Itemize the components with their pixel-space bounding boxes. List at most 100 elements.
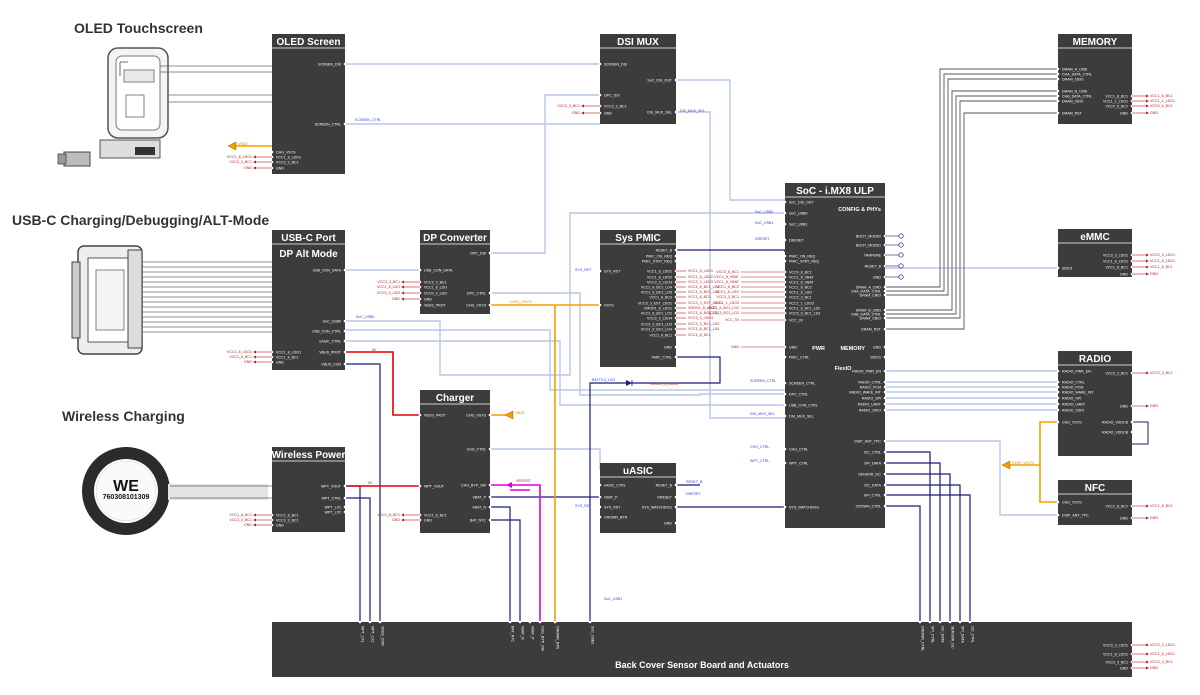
pin-marker bbox=[343, 505, 347, 509]
pin-label: VBUS_PROT bbox=[319, 350, 342, 354]
net-label: VCC3_3_BC1 bbox=[1150, 660, 1173, 664]
pin-label: DPC_CTRL bbox=[789, 392, 808, 396]
pin-label: SPI_DATA bbox=[864, 461, 881, 465]
pin-label: GND bbox=[664, 345, 672, 349]
test-point bbox=[898, 252, 904, 258]
pin-marker bbox=[343, 62, 347, 66]
pin-marker bbox=[883, 293, 887, 297]
block-emmc: eMMCSDIO1VCC3_3_LDO1VCC1_8_LDO1VCC1_8_BC… bbox=[1056, 229, 1134, 277]
net-label: WPT_CTRL bbox=[750, 459, 769, 463]
section-title-oled: OLED Touchscreen bbox=[74, 20, 203, 36]
pin-label: USB_CON_DATA bbox=[313, 268, 342, 272]
pin-label: VCC1_8_BC2 bbox=[789, 285, 812, 289]
pin-marker bbox=[1056, 390, 1060, 394]
pin-label: SoC_USB1 bbox=[789, 222, 807, 226]
block-memory: MEMORYDRAM_A_CMDCHA_DATA_CTRLDRAM_CBIODR… bbox=[1056, 34, 1134, 124]
pin-marker bbox=[928, 620, 932, 624]
net-label: GND bbox=[392, 297, 400, 301]
pin-label: GND bbox=[1120, 666, 1128, 670]
pin-marker bbox=[783, 381, 787, 385]
pin-marker bbox=[883, 327, 887, 331]
pin-label: PMIC_STBY_REQ bbox=[642, 259, 672, 263]
pin-marker bbox=[783, 447, 787, 451]
soc-config-label: CONFIG & PHYs bbox=[838, 207, 881, 213]
pin-marker bbox=[883, 385, 887, 389]
net-label: VCC3_3_BC1 bbox=[377, 280, 400, 284]
net-label: GND bbox=[1150, 666, 1158, 670]
pin-label: VCC1_8_BC1_LD2 bbox=[789, 306, 820, 310]
net-label: RESET_B bbox=[686, 480, 703, 484]
pin-label: VCC0_9_LDO bbox=[424, 291, 447, 295]
block-title: MEMORY bbox=[1073, 37, 1118, 48]
pin-marker bbox=[1056, 380, 1060, 384]
pin-marker bbox=[598, 62, 602, 66]
net-label: SYS_RST bbox=[575, 504, 592, 508]
block-title: DSI MUX bbox=[617, 37, 659, 48]
net-label: VCC0_8_BC1 bbox=[716, 270, 739, 274]
pin-marker bbox=[783, 211, 787, 215]
net-label: SYS_RST bbox=[575, 268, 592, 272]
pin-label: VCC3_3_BC1 bbox=[424, 280, 447, 284]
pin-label: VCC3_3_LDO3 bbox=[647, 280, 672, 284]
pin-marker bbox=[1056, 369, 1060, 373]
net-label: VCC1_8_BC1 bbox=[1150, 94, 1173, 98]
pin-marker bbox=[883, 308, 887, 312]
pin-label: I2C_DATA bbox=[940, 626, 944, 643]
pin-marker bbox=[343, 339, 347, 343]
pin-label: VCC0_8_BC1 bbox=[789, 270, 812, 274]
net-label: VCC1_8_LDO1 bbox=[688, 269, 713, 273]
pin-marker bbox=[598, 483, 602, 487]
pin-marker bbox=[948, 620, 952, 624]
net-label: VCC3_3_BC1_LD3 bbox=[688, 322, 719, 326]
pin-label: VBAT_P bbox=[472, 495, 486, 499]
pin-marker bbox=[783, 461, 787, 465]
pin-label: VBAT_P bbox=[604, 495, 618, 499]
pin-label: VCC1_8_BC2_LD5 bbox=[641, 290, 672, 294]
pin-label: BOOT_MODE1 bbox=[856, 243, 881, 247]
net-label: VCC0_9_LDO bbox=[377, 291, 400, 295]
net-label: SCREEN_CTRL bbox=[355, 118, 381, 122]
pin-label: SCREEN_DSI bbox=[604, 62, 627, 66]
pin-label: VCC3_3_LDO4 bbox=[647, 316, 672, 320]
pin-label: VBUS_CON bbox=[321, 362, 341, 366]
net-label: SoC_USB1 bbox=[604, 597, 622, 601]
pin-label: CHG_VSYS bbox=[466, 303, 486, 307]
block-title: Charger bbox=[436, 393, 474, 404]
pin-marker bbox=[553, 620, 557, 624]
net-label: VCC1_8_BC1_LD4 bbox=[688, 285, 719, 289]
pin-label: VCC1_8_LDO1 bbox=[276, 350, 301, 354]
pin-label: SCREEN_CTRL bbox=[315, 122, 341, 126]
pin-label: VCC0_6_BC1 bbox=[1105, 104, 1128, 108]
pin-label: DRAM_CBIO bbox=[860, 293, 882, 297]
pin-label: CHG_VSYS bbox=[1062, 500, 1082, 504]
pin-label: GND bbox=[873, 275, 881, 279]
pin-marker bbox=[674, 254, 678, 258]
net-label: VCC3_3_BC1 bbox=[716, 295, 739, 299]
pin-label: RADIO_WAKE_INT bbox=[1062, 390, 1094, 394]
pin-label: VCC3_3_BC1 bbox=[1105, 660, 1128, 664]
pin-marker bbox=[1130, 420, 1134, 424]
pin-marker bbox=[883, 504, 887, 508]
pin-marker bbox=[883, 483, 887, 487]
pin-label: DRAM_CBIO bbox=[1062, 77, 1084, 81]
pin-marker bbox=[883, 285, 887, 289]
net-label: VCC3_3_LDO4 bbox=[688, 316, 713, 320]
pin-label: GND bbox=[789, 345, 797, 349]
pin-marker bbox=[883, 312, 887, 316]
block-dsi-mux: DSI MUXSCREEN_DSIDPC_DSIVCC3_3_BC1GNDSoC… bbox=[598, 34, 678, 124]
pin-label: VCC3_3_BC1_LD3 bbox=[641, 322, 672, 326]
pin-marker bbox=[783, 254, 787, 258]
pin-marker bbox=[1056, 72, 1060, 76]
net-label: VCC1_8_BC2_LD5 bbox=[688, 290, 719, 294]
net-label: VCC1_8_LDO bbox=[377, 285, 400, 289]
pin-label: DRAM_CBIO bbox=[860, 316, 882, 320]
pin-label: WPT_LX2 bbox=[325, 510, 341, 514]
pin-marker bbox=[358, 620, 362, 624]
net-label: VCC1_8_BC1_LD4 bbox=[688, 327, 719, 331]
pin-marker bbox=[488, 413, 492, 417]
pin-marker bbox=[674, 505, 678, 509]
pin-label: DRAM_A_CMD bbox=[1062, 67, 1088, 71]
pin-label: SoC_USB1 bbox=[590, 626, 594, 644]
pin-label: RADIO_UART bbox=[858, 402, 882, 406]
